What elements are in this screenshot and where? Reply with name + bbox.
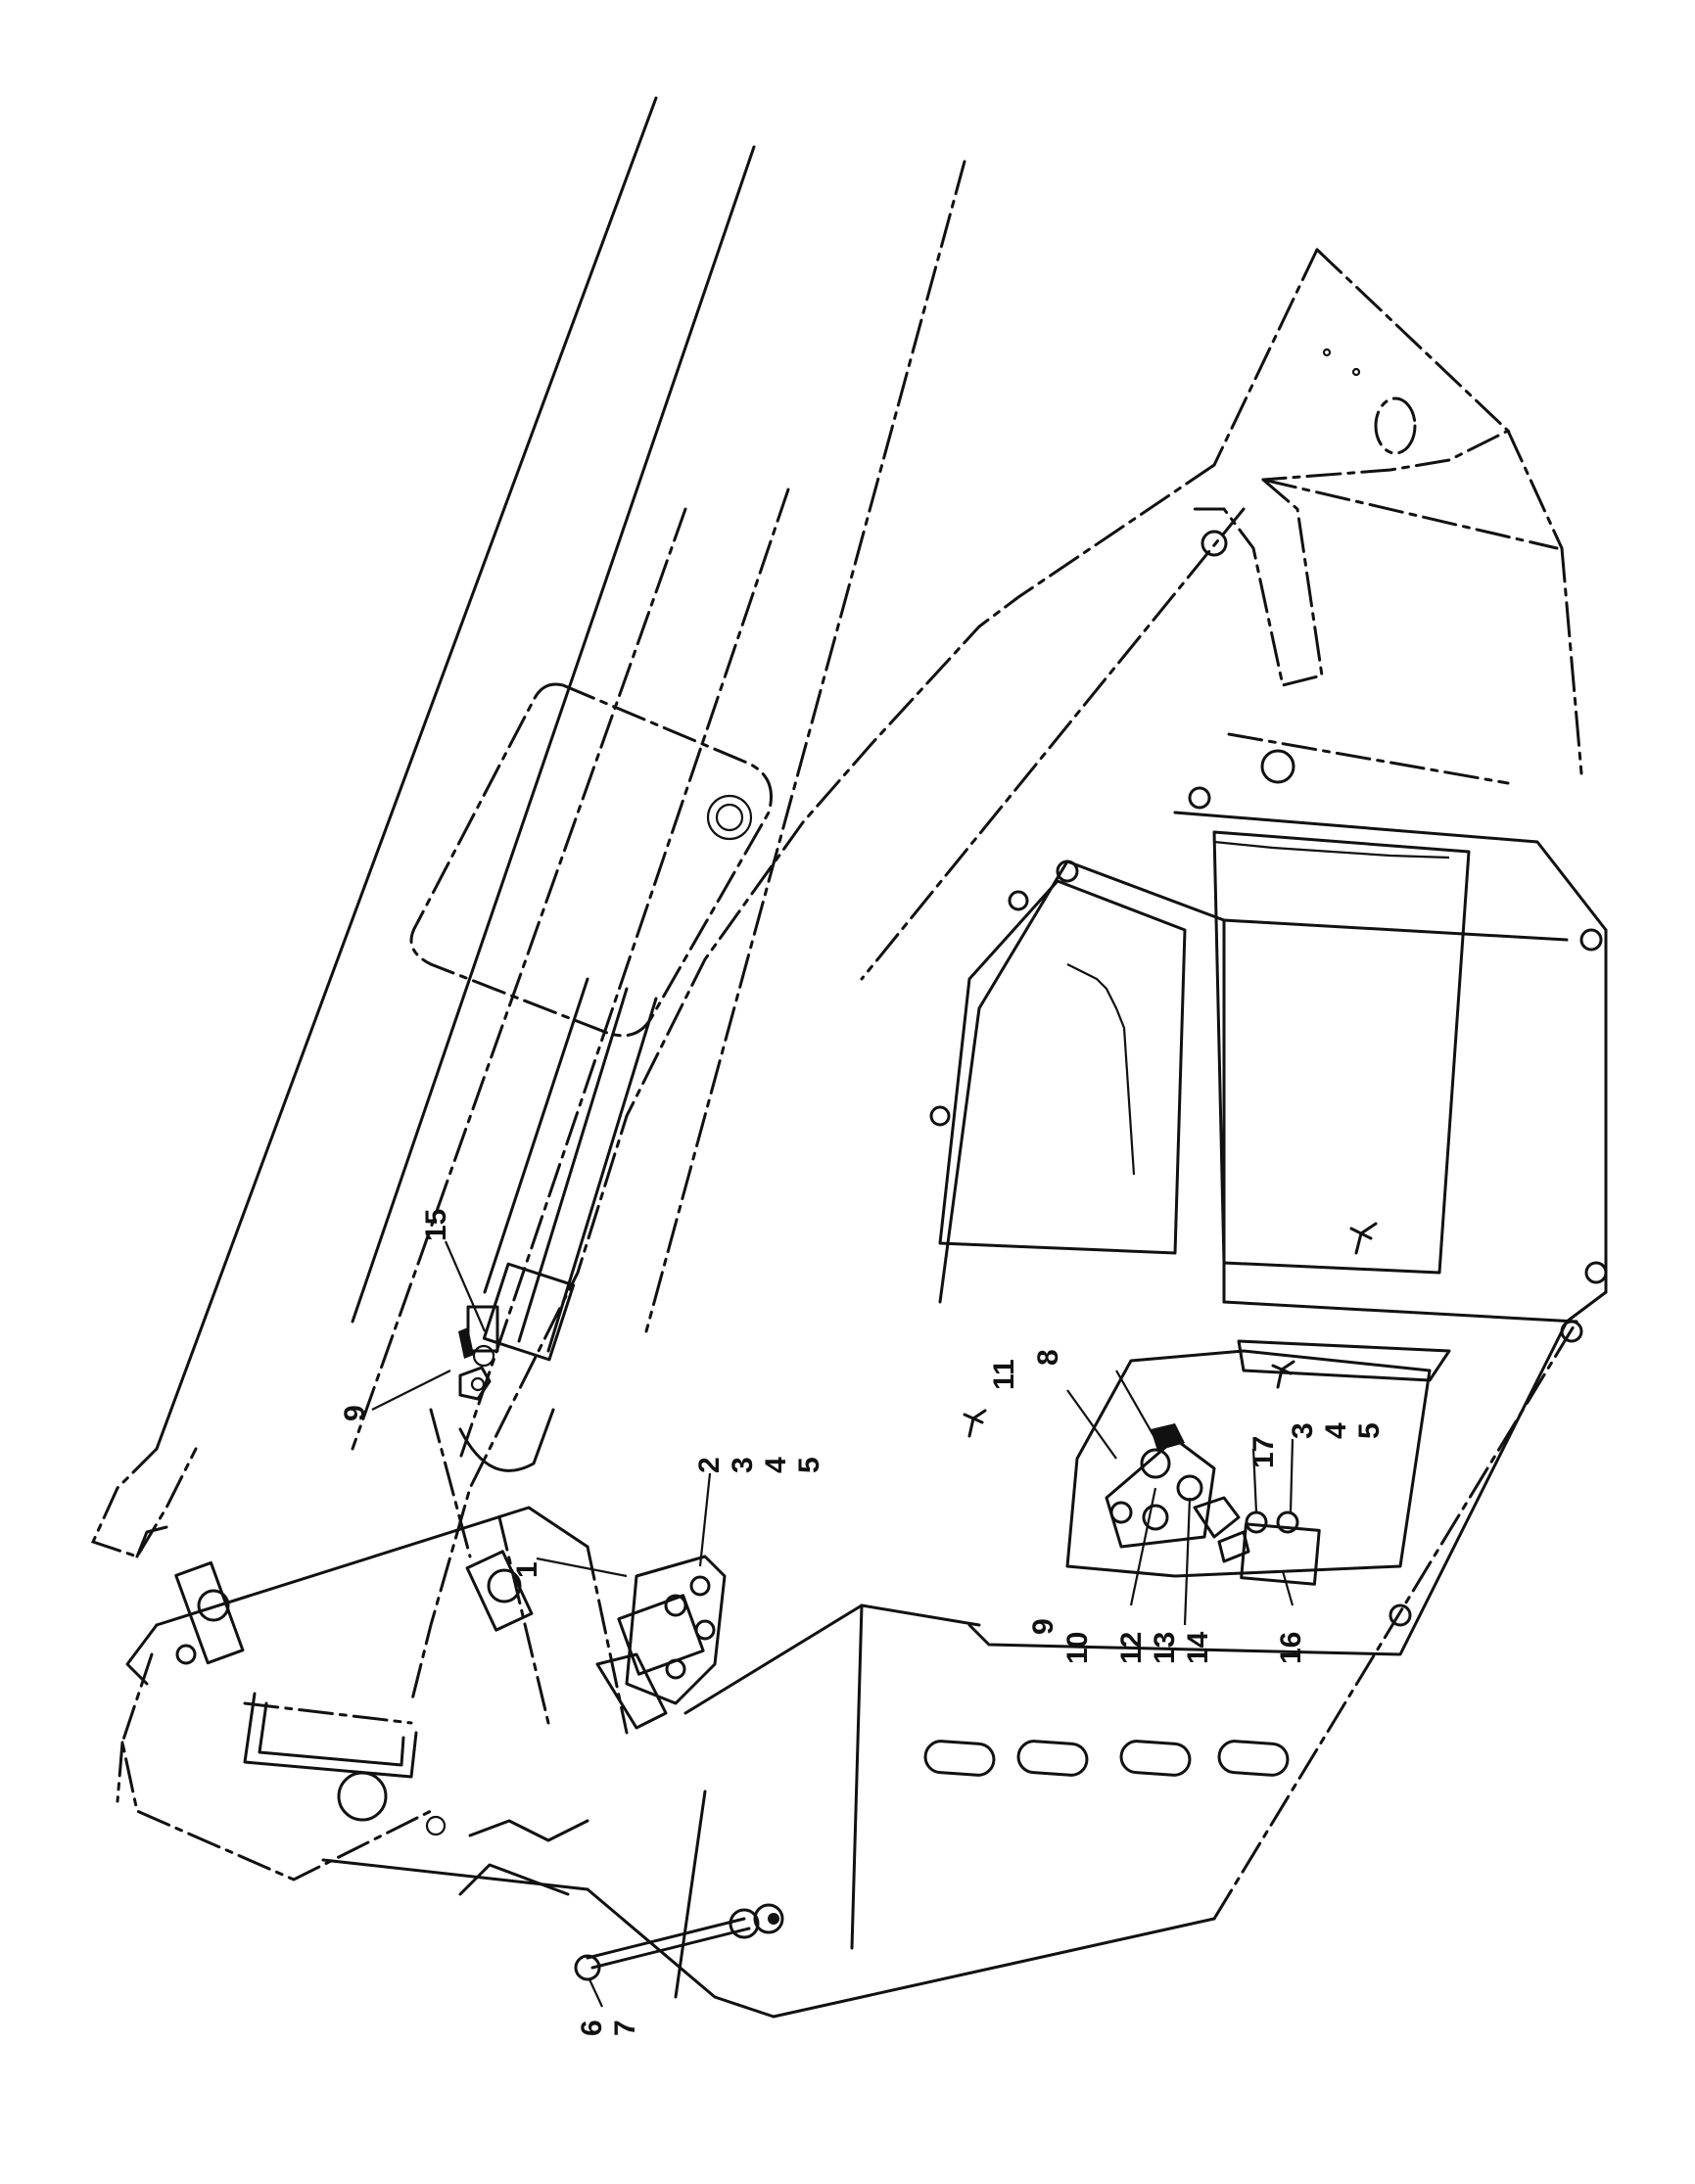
boom-assembly (90, 96, 966, 1558)
callout-12: 12 (1115, 1632, 1148, 1664)
item-6-7-rod (574, 1903, 784, 1981)
callout-10: 10 (1061, 1632, 1094, 1664)
callout-9-lower: 9 (1027, 1618, 1059, 1635)
callout-7: 7 (609, 2020, 641, 2036)
callout-5: 5 (793, 1457, 825, 1473)
callout-14: 14 (1182, 1631, 1214, 1664)
leader-lines (371, 1240, 1295, 2008)
callout-2: 2 (693, 1457, 726, 1473)
callout-5-lower: 5 (1353, 1422, 1386, 1439)
callout-3: 3 (727, 1457, 759, 1473)
callout-4-lower: 4 (1320, 1422, 1352, 1439)
callout-6: 6 (576, 2020, 608, 2036)
callout-4: 4 (760, 1457, 792, 1473)
callout-1: 1 (511, 1561, 543, 1578)
callout-13: 13 (1149, 1632, 1181, 1664)
callout-9-upper: 9 (339, 1405, 371, 1421)
callout-labels: 1 2 3 4 5 6 7 9 15 11 8 9 10 12 13 14 16… (339, 1209, 1386, 2036)
callout-17: 17 (1248, 1436, 1280, 1468)
main-housing (409, 248, 1608, 2019)
callout-8: 8 (1032, 1349, 1064, 1366)
item-1-bracket (595, 1555, 727, 1730)
left-frame (116, 1408, 629, 1896)
callout-3-lower: 3 (1287, 1422, 1319, 1439)
callout-15: 15 (420, 1209, 452, 1241)
callout-16: 16 (1275, 1632, 1307, 1664)
callout-11: 11 (988, 1359, 1020, 1390)
